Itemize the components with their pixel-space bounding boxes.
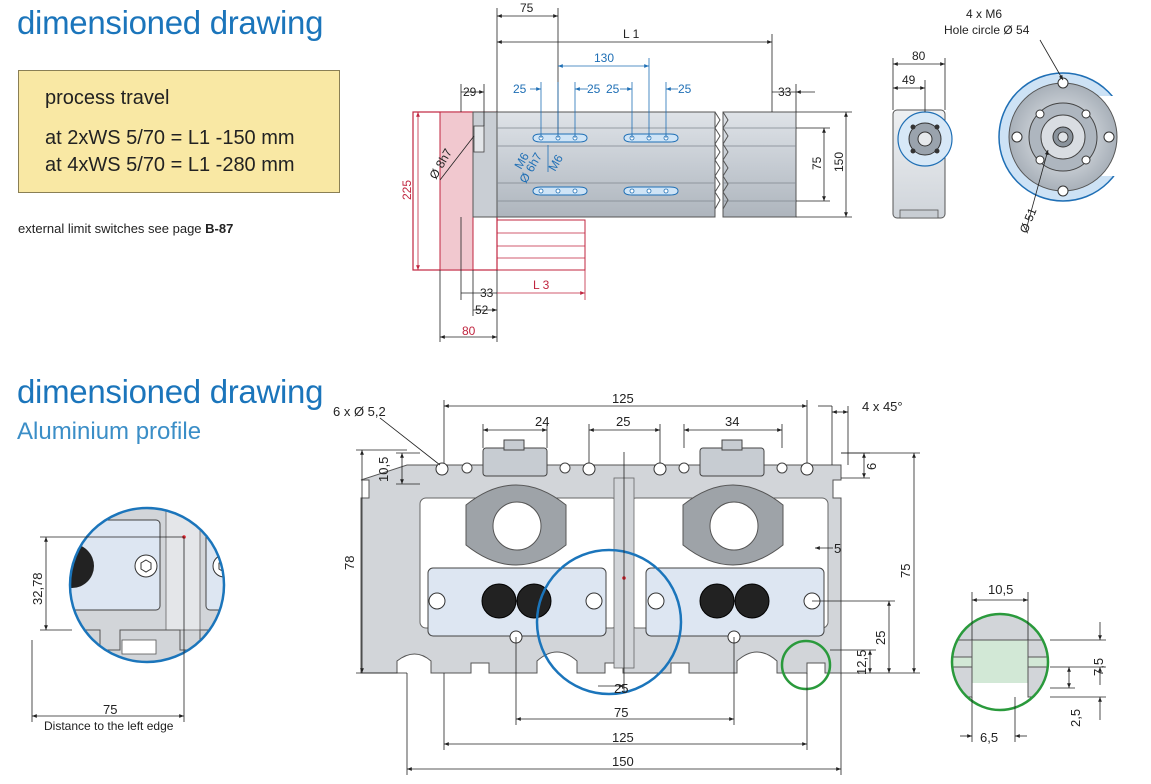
dim-78: 78 [342,556,357,570]
dim-29: 29 [463,85,477,99]
dim-75-vertical: 75 [810,156,824,170]
end-view-drawing: 80 49 [892,49,953,219]
dim-34: 34 [725,414,739,429]
dim-25-center: 25 [614,681,628,696]
section2-subtitle: Aluminium profile [17,418,202,445]
dim-25-top: 25 [616,414,630,429]
dim-6-5: 6,5 [980,730,998,745]
flange-drawing: 4 x M6 Hole circle Ø 54 Ø 51 [944,7,1130,235]
left-detail-zoom: 32,78 75 Distance to the left edge [30,506,226,733]
dim-7-5: 7,5 [1091,658,1106,676]
travel-heading: process travel [45,87,170,109]
section1-title: dimensioned drawing [17,4,324,41]
dim-10-5-slot: 10,5 [988,582,1013,597]
dim-L1: L 1 [623,27,640,41]
dim-10-5: 10,5 [376,457,391,482]
label-chamfer: 4 x 45° [862,399,903,414]
travel-line-2: at 4xWS 5/70 = L1 -280 mm [45,154,295,176]
dim-75-horizontal: 75 [614,705,628,720]
dim-75-vertical-profile: 75 [898,564,913,578]
label-hole-circle: Hole circle Ø 54 [944,23,1030,37]
travel-line-1: at 2xWS 5/70 = L1 -150 mm [45,127,295,149]
dim-5: 5 [834,541,841,556]
dim-150: 150 [612,754,634,769]
dim-L3: L 3 [533,278,550,292]
dim-6: 6 [864,463,879,470]
caption-left-edge: Distance to the left edge [44,719,174,733]
dim-75-detail: 75 [103,702,117,717]
dim-80-end: 80 [912,49,926,63]
profile-cross-section: 125 24 25 34 6 x Ø 5,2 4 x 45° 10,5 6 78… [333,391,920,775]
limit-switch-note: external limit switches see page B-87 [18,221,233,236]
dim-25-b: 25 [587,82,601,96]
dim-80-side: 80 [462,324,476,338]
dim-225: 225 [400,180,414,200]
dim-25-d: 25 [678,82,692,96]
label-holes: 6 x Ø 5,2 [333,404,386,419]
right-detail-tslot: 10,5 7,5 2,5 6,5 [950,582,1106,745]
note-text: external limit switches see page [18,221,202,236]
dim-24: 24 [535,414,549,429]
dim-33-bottom: 33 [480,286,494,300]
dim-25-a: 25 [513,82,527,96]
dim-130: 130 [594,51,614,65]
dim-150-vertical: 150 [832,152,846,172]
dim-25-c: 25 [606,82,620,96]
dim-33-top: 33 [778,85,792,99]
dim-2-5: 2,5 [1068,709,1083,727]
section2-title: dimensioned drawing [17,373,324,410]
dim-52: 52 [475,303,489,317]
dim-12-5: 12,5 [854,650,869,675]
dim-75-top: 75 [520,1,534,15]
process-travel-box: process travel at 2xWS 5/70 = L1 -150 mm… [18,70,340,193]
dim-25-vertical: 25 [873,631,888,645]
label-4xM6: 4 x M6 [966,7,1002,21]
dim-49: 49 [902,73,916,87]
dim-51: Ø 51 [1017,205,1040,235]
dim-125-top: 125 [612,391,634,406]
note-page-ref: B-87 [205,221,234,236]
dim-32-78: 32,78 [30,572,45,605]
side-view-drawing: 75 L 1 130 25 25 25 25 29 33 33 52 L 3 8… [400,1,852,342]
dim-125-bottom: 125 [612,730,634,745]
